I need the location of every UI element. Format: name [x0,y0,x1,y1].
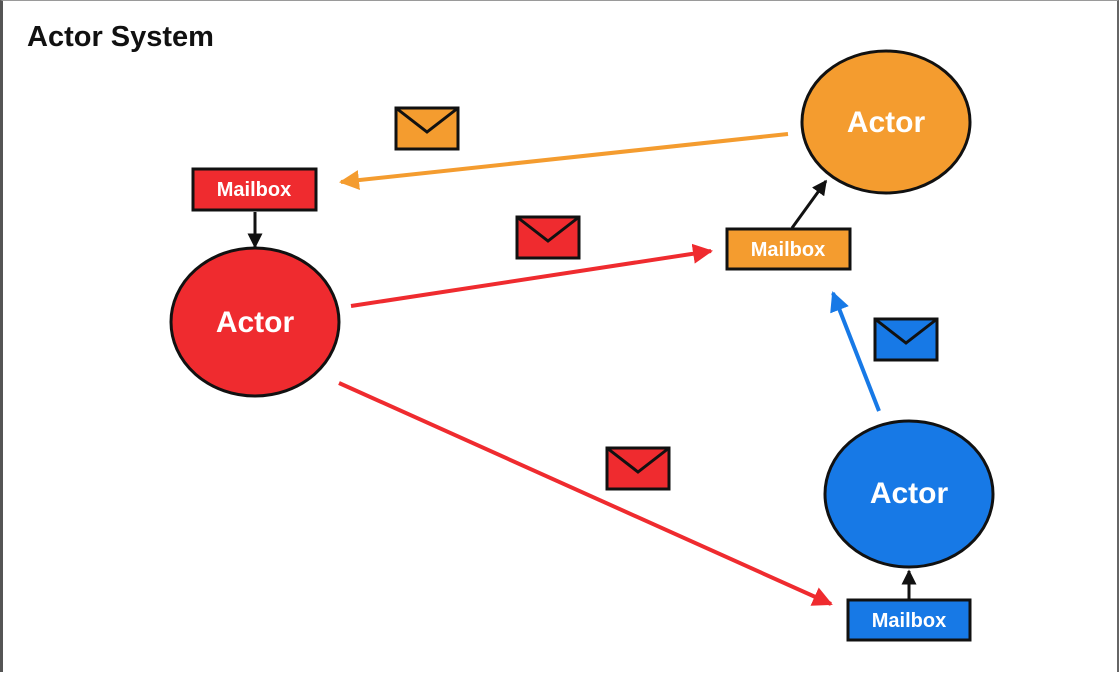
actor-label: Actor [870,477,949,510]
mailbox-red: Mailbox [191,167,318,212]
envelope-icon [605,446,671,491]
message-arrow-red-to-blue [338,381,833,606]
actor-orange: Actor [800,49,972,195]
mailbox-connector-orange [790,179,828,229]
mailbox-label: Mailbox [872,610,946,632]
envelope-icon [873,317,939,362]
page-title: Actor System [27,21,214,53]
actor-label: Actor [847,106,926,139]
actor-system-diagram: Actor Mailbox Actor Mailbox Actor Mailbo… [169,49,995,642]
actor-label: Actor [216,306,295,339]
message-arrow-red-to-orange [350,243,713,308]
message-arrow-orange-to-red [339,132,789,191]
mailbox-orange: Mailbox [725,227,852,271]
mailbox-label: Mailbox [751,239,825,261]
envelope-icon [394,106,460,151]
actor-red: Actor [169,246,341,398]
message-arrow-blue-to-orange [830,291,881,412]
envelope-icon [515,215,581,260]
mailbox-blue: Mailbox [846,598,972,642]
actor-blue: Actor [823,419,995,569]
mailbox-label: Mailbox [217,179,291,201]
